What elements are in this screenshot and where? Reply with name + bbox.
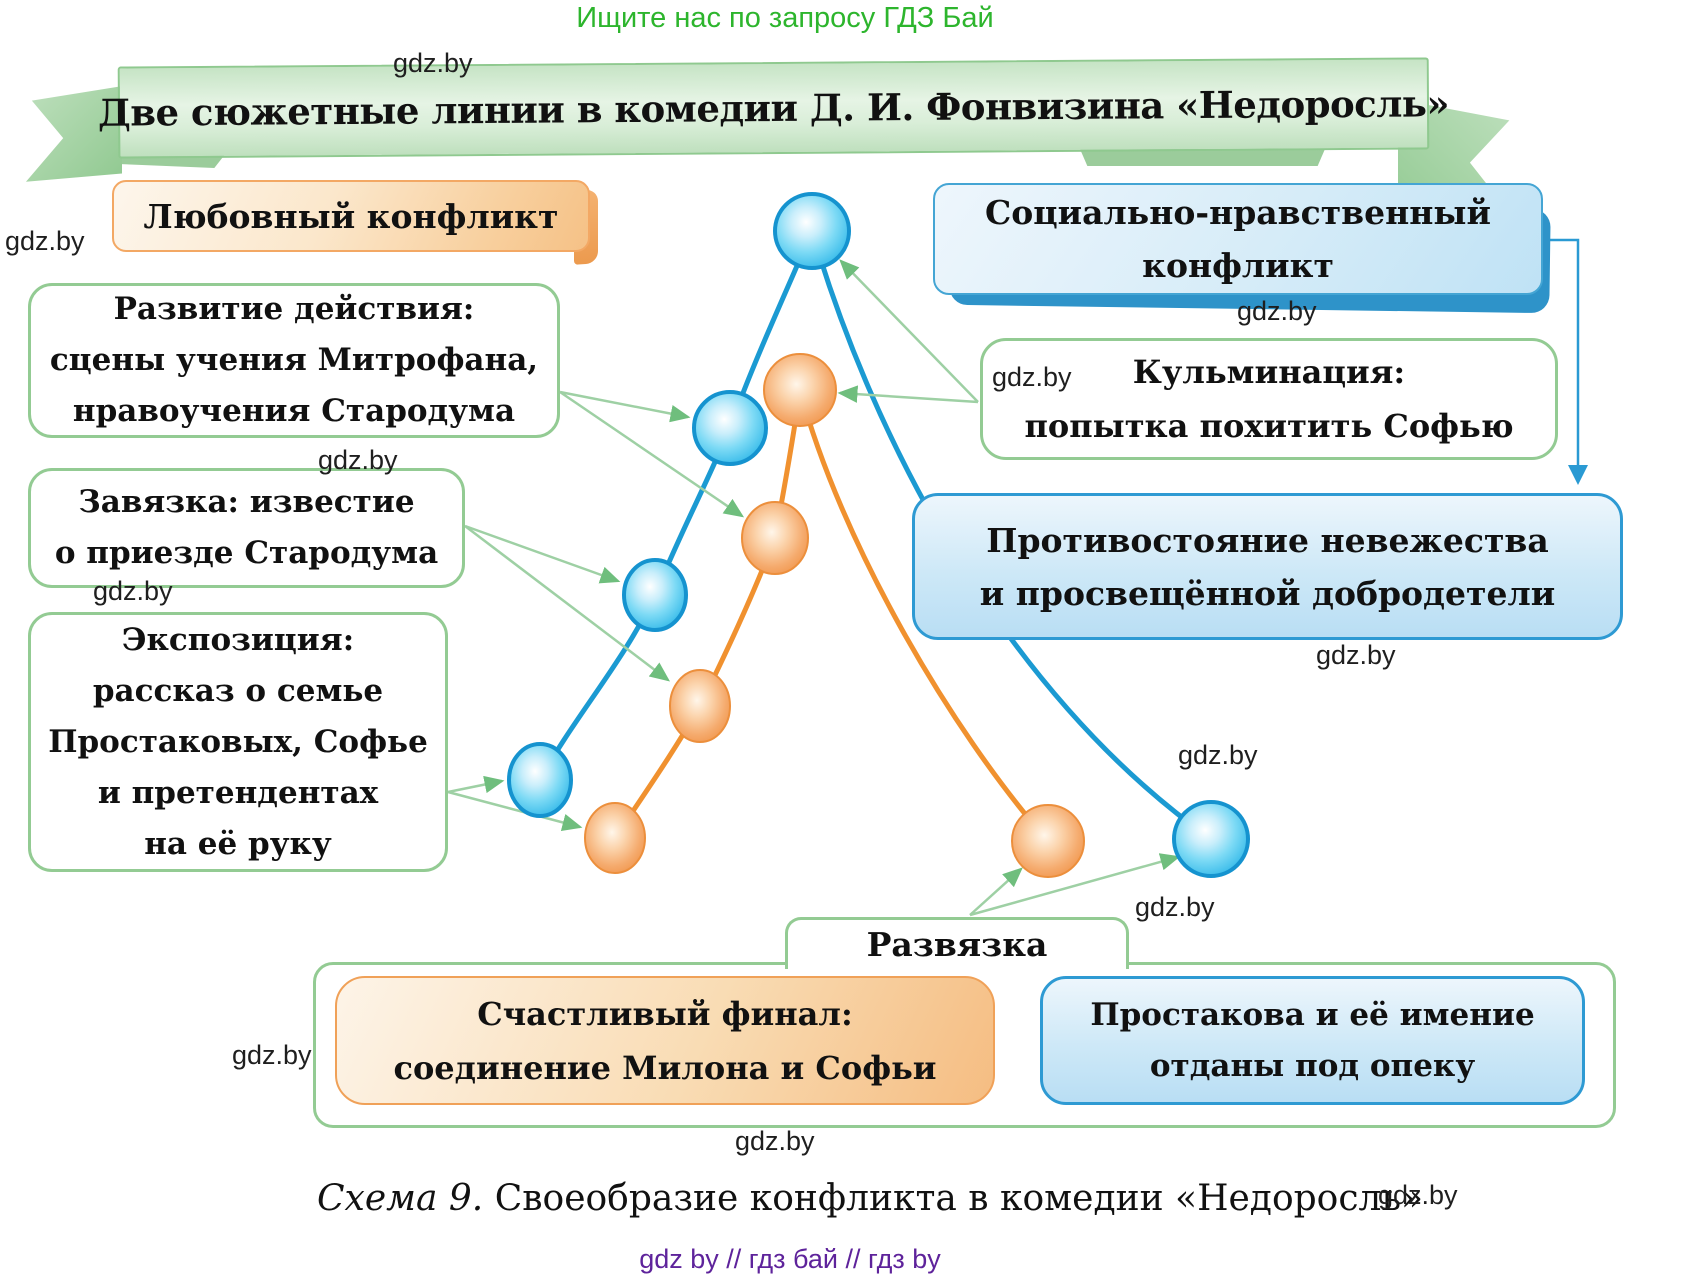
happy-final-line1: Счастливый финал:	[477, 994, 853, 1033]
love-line-left-branch	[612, 389, 803, 840]
watermark: gdz.by	[735, 1126, 815, 1156]
figure-caption: Схема 9. Своеобразие конфликта в комедии…	[180, 1178, 1560, 1219]
ribbon-fold-right	[1080, 149, 1325, 166]
arrow-climax-to-social-peak	[839, 259, 979, 403]
opposition-line2: и просвещённой добродетели	[979, 573, 1556, 613]
inciting-line1: Завязка: известие	[78, 484, 415, 520]
watermark: gdz.by	[93, 576, 173, 606]
guardianship-line2: отданы под опеку	[1149, 1047, 1476, 1084]
social-node-exposition	[507, 742, 573, 818]
exposition-line1: Экспозиция:	[121, 621, 355, 658]
social-conflict-box: Социально-нравственный конфликт	[933, 183, 1543, 295]
love-conflict-box: Любовный конфликт	[112, 180, 590, 252]
opposition-box: Противостояние невежества и просвещённой…	[912, 493, 1623, 640]
connector-social-to-opposition	[1543, 238, 1588, 485]
figure-caption-number: Схема 9.	[317, 1178, 484, 1219]
love-conflict-label: Любовный конфликт	[143, 196, 559, 236]
arrow-development-to-love-node	[559, 390, 745, 518]
title-ribbon: Две сюжетные линии в комедии Д. И. Фонви…	[98, 57, 1449, 159]
climax-line1: Кульминация:	[1132, 353, 1406, 391]
arrow-development-to-social-node	[559, 390, 691, 423]
social-conflict-line1: Социально-нравственный	[985, 193, 1491, 232]
watermark: gdz.by	[1378, 1180, 1458, 1210]
watermark: gdz.by	[992, 362, 1072, 392]
opposition-line1: Противостояние невежества	[986, 520, 1549, 560]
figure-caption-text: Своеобразие конфликта в комедии «Недорос…	[483, 1178, 1423, 1219]
arrow-climax-to-love-peak	[837, 385, 979, 404]
social-node-denouement	[1172, 800, 1250, 878]
climax-box: Кульминация: попытка похитить Софью	[980, 338, 1558, 460]
development-line1: Развитие действия:	[113, 291, 475, 327]
footer-text: gdz by // гдз бай // гдз by	[639, 1244, 941, 1274]
social-node-inciting	[622, 558, 688, 632]
love-node-climax	[763, 353, 837, 427]
watermark: gdz.by	[1135, 892, 1215, 922]
inciting-box: Завязка: известие о приезде Стародума	[28, 468, 465, 588]
love-node-inciting	[669, 669, 731, 743]
happy-final-line2: соединение Милона и Софьи	[393, 1048, 937, 1087]
social-node-climax	[773, 192, 851, 270]
exposition-line2: рассказ о семье	[92, 672, 384, 709]
guardianship-box: Простакова и её имение отданы под опеку	[1040, 976, 1585, 1105]
love-node-denouement	[1011, 804, 1085, 878]
arrow-exposition-to-social-node	[447, 775, 505, 794]
denouement-label: Развязка	[866, 925, 1048, 964]
arrow-inciting-to-social-node	[464, 524, 621, 584]
guardianship-line1: Простакова и её имение	[1090, 996, 1535, 1033]
watermark: gdz.by	[1316, 640, 1396, 670]
watermark: gdz.by	[393, 48, 473, 78]
arrow-denouement-to-love-node	[969, 867, 1023, 916]
watermark: gdz.by	[1237, 296, 1317, 326]
inciting-line2: о приезде Стародума	[54, 535, 439, 571]
exposition-line3: Простаковых, Софье	[48, 723, 428, 760]
social-conflict-line2: конфликт	[1142, 246, 1334, 285]
arrow-denouement-to-social-node	[969, 853, 1181, 917]
exposition-line5: на её руку	[144, 825, 332, 862]
watermark: gdz.by	[1178, 740, 1258, 770]
development-line3: нравоучения Стародума	[72, 393, 516, 429]
love-node-development	[741, 501, 809, 575]
arrow-exposition-to-love-node	[447, 790, 583, 831]
watermark: gdz.by	[232, 1040, 312, 1070]
love-line-right-branch	[797, 389, 1050, 843]
denouement-tab: Развязка	[785, 917, 1129, 969]
page-title: Две сюжетные линии в комедии Д. И. Фонви…	[97, 81, 1450, 135]
arrow-inciting-to-love-node	[464, 525, 670, 682]
love-node-exposition	[584, 802, 646, 874]
social-node-development	[692, 390, 768, 466]
climax-line2: попытка похитить Софью	[1024, 407, 1514, 445]
development-box: Развитие действия: сцены учения Митрофан…	[28, 283, 560, 438]
exposition-box: Экспозиция: рассказ о семье Простаковых,…	[28, 612, 448, 872]
promo-text: Ищите нас по запросу ГДЗ Бай	[576, 2, 994, 34]
happy-final-box: Счастливый финал: соединение Милона и Со…	[335, 976, 995, 1105]
exposition-line4: и претендентах	[97, 774, 379, 811]
development-line2: сцены учения Митрофана,	[49, 342, 539, 378]
watermark: gdz.by	[5, 226, 85, 256]
watermark: gdz.by	[318, 445, 398, 475]
social-line-left-branch	[537, 230, 815, 782]
